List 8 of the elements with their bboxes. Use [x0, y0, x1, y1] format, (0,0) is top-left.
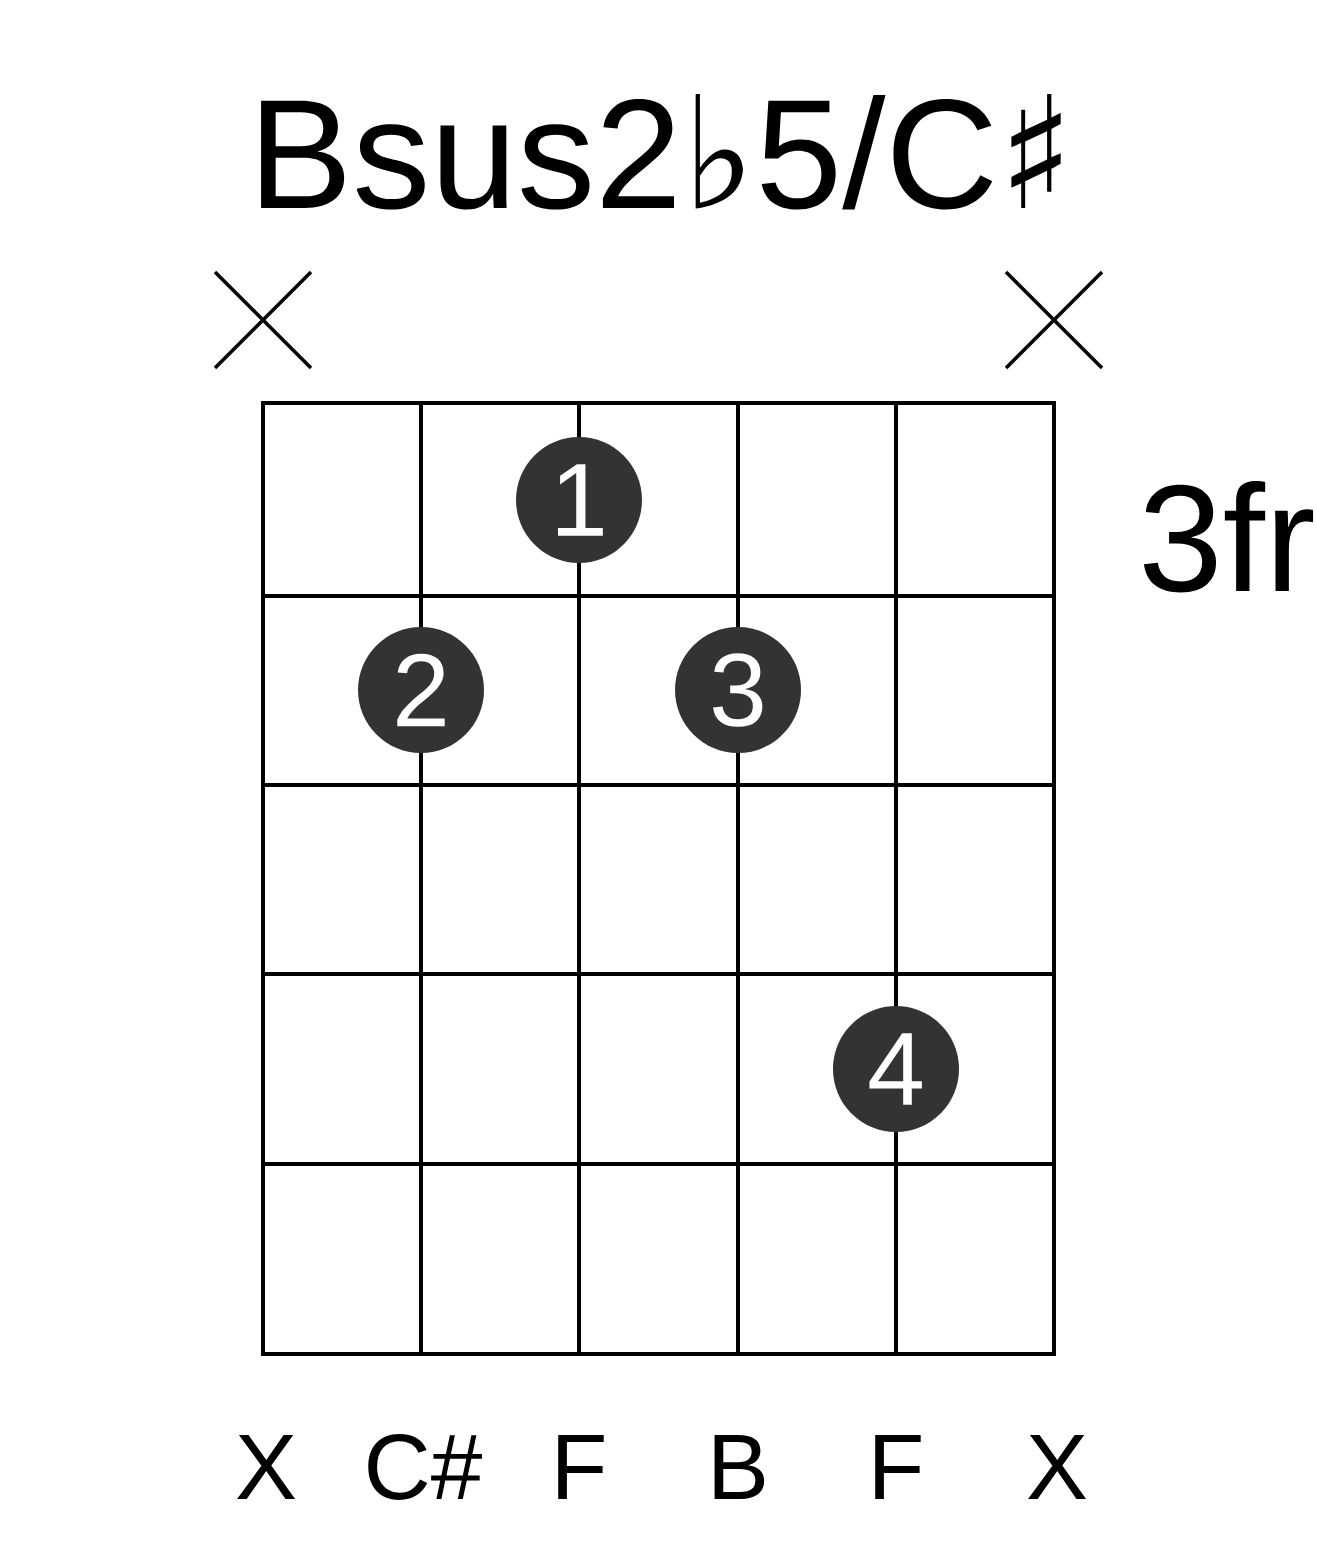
string-note: X [237, 1435, 296, 1499]
chord-title: Bsus2♭5/C♯ [261, 93, 1061, 210]
string-note: F [875, 1435, 921, 1499]
string-note: F [558, 1435, 604, 1499]
string-note: X [1028, 1435, 1087, 1499]
fret-number: 3fr [1144, 481, 1314, 593]
string-note: C# [368, 1434, 482, 1500]
string-note: B [714, 1435, 765, 1499]
